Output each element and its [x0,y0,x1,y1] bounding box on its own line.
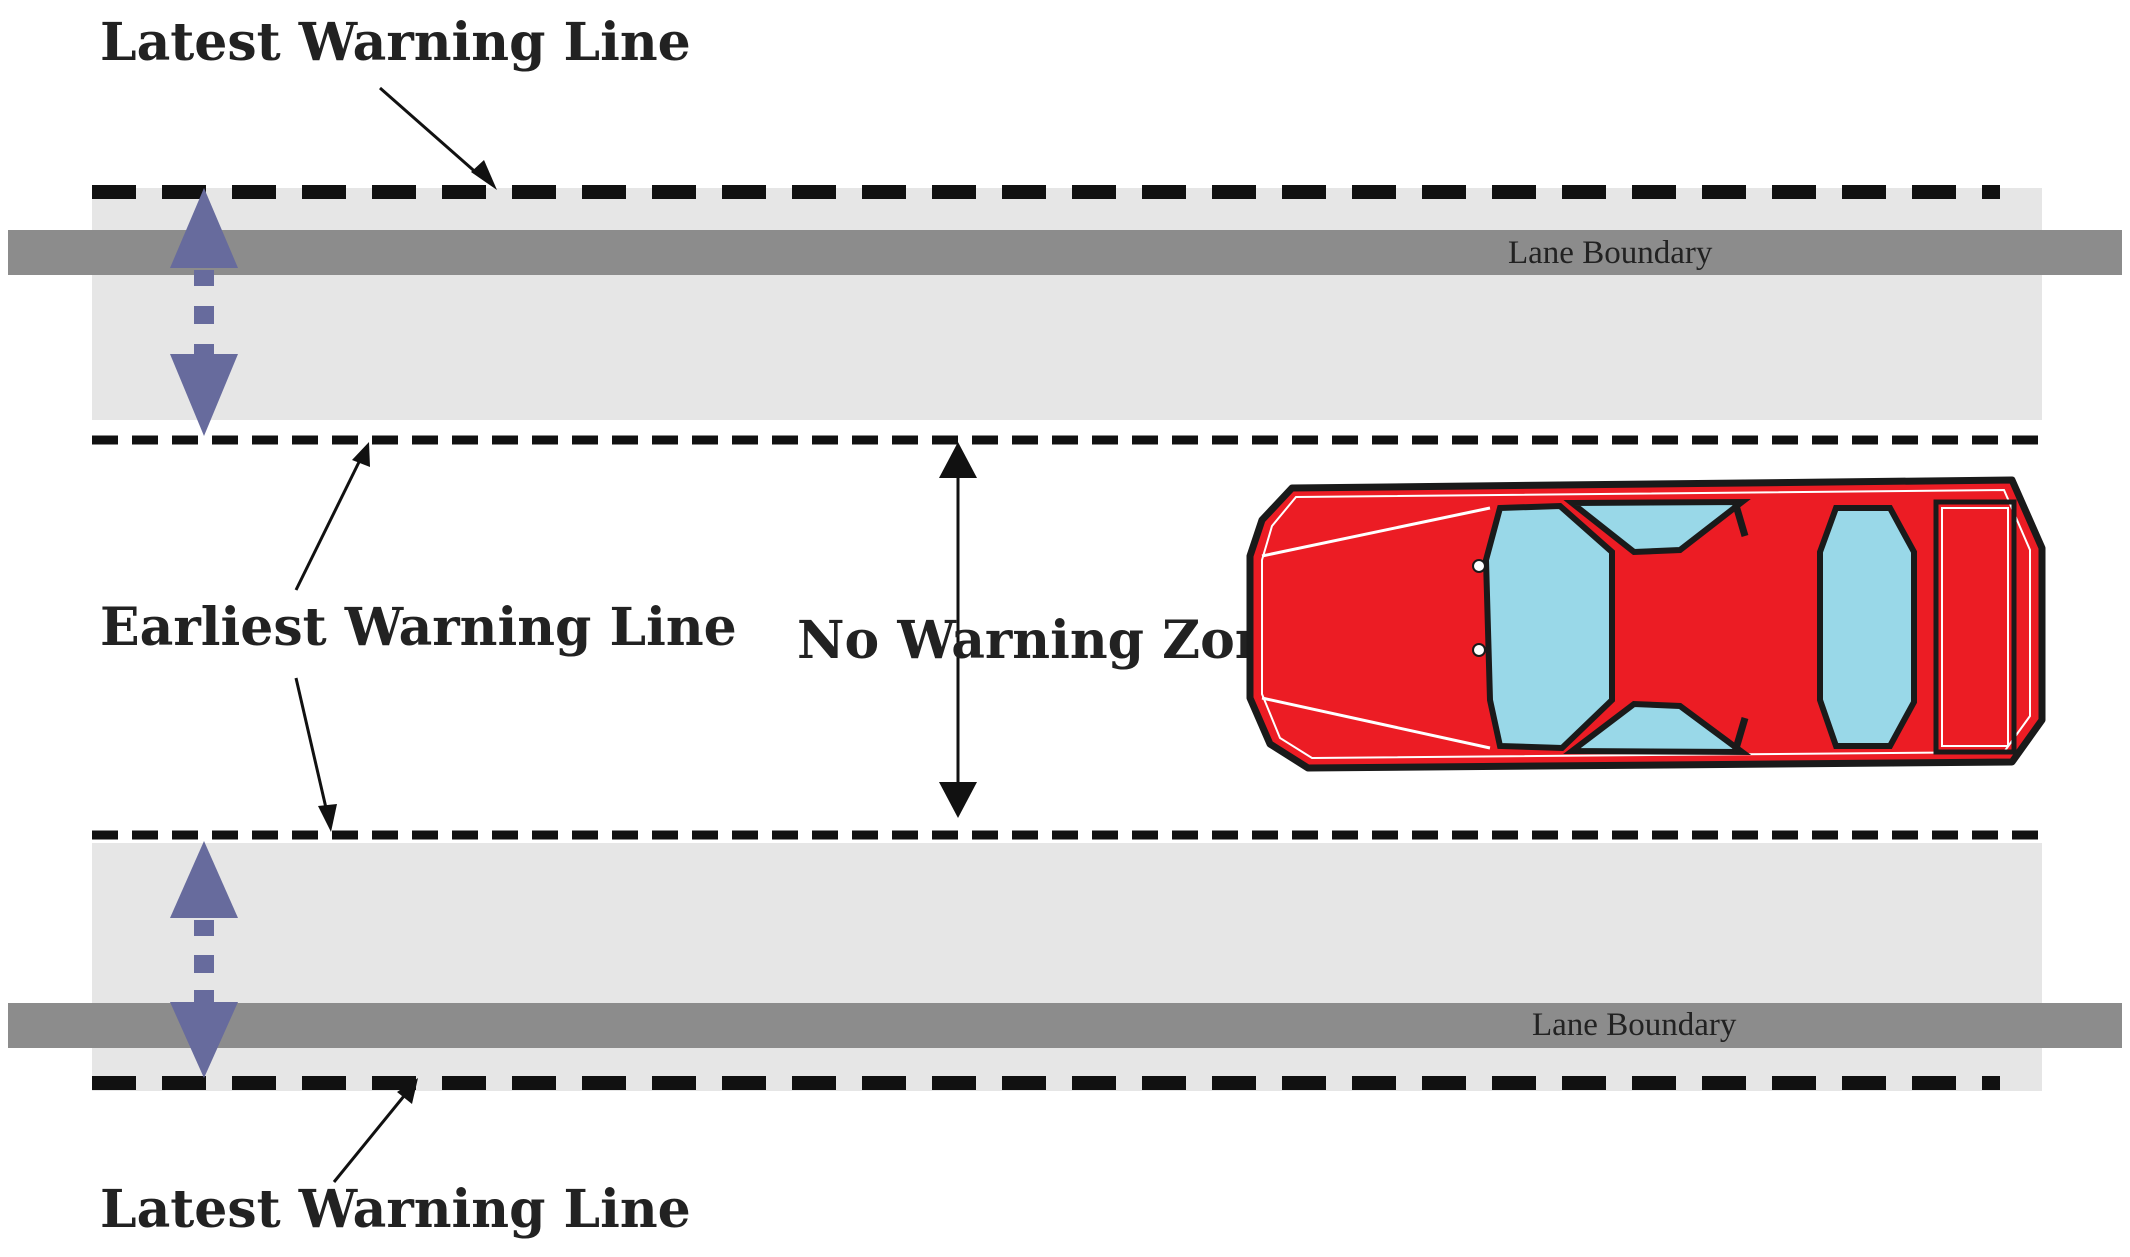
pointer-arrows [294,86,497,1183]
double-headed-arrow-icon [170,841,238,1078]
earliest-warning-line-label: Earliest Warning Line [100,597,737,658]
no-warning-zone-label: No Warning Zone [797,610,1306,671]
warning-lines [92,185,2042,1090]
pointer-latest-top [379,86,481,178]
latest-warning-line-bottom-label: Latest Warning Line [100,1179,691,1240]
no-warning-zone-arrow [939,442,977,818]
red-car-top-view-icon [1246,476,2046,772]
pointer-earliest-bottom-head [318,804,337,832]
latest-warning-line-top-label: Latest Warning Line [100,12,691,73]
lane-boundary-top-label: Lane Boundary [1508,235,1713,271]
bottom-warning-band [92,843,2042,1091]
pointer-earliest-bottom [294,677,328,809]
pointer-earliest-top [294,459,362,591]
double-headed-arrow-icon [170,188,238,436]
lane-boundaries: Lane Boundary Lane Boundary [8,230,2122,1048]
pointer-earliest-top-head [352,442,370,467]
lane-boundary-bottom-label: Lane Boundary [1532,1007,1737,1043]
top-warning-band [92,188,2042,420]
pointer-latest-bottom-head [397,1078,418,1104]
pointer-latest-bottom [332,1095,406,1183]
pointer-latest-top-head [471,160,497,190]
bottom-lane-boundary [8,1003,2122,1048]
warning-bands [92,188,2042,1091]
top-lane-boundary [8,230,2122,275]
diagram-labels: Latest Warning Line Earliest Warning Lin… [100,12,1306,1240]
